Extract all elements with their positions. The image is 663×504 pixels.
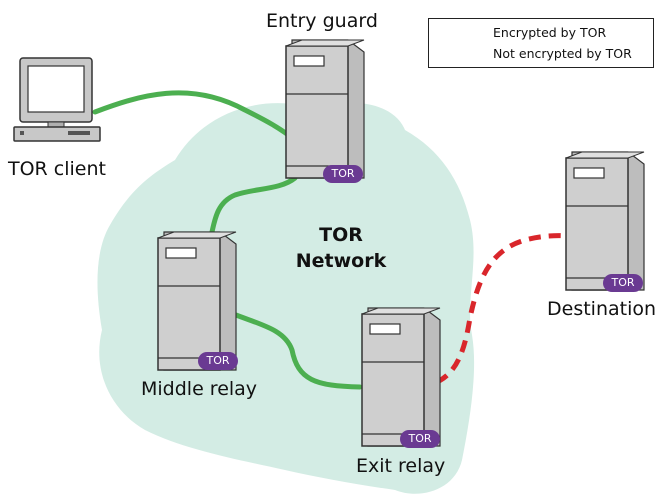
legend-label-unencrypted: Not encrypted by TOR [493,46,632,61]
entry-tor-badge: TOR [323,165,363,183]
middle-relay-server [156,230,240,374]
server-icon [361,307,441,447]
exit-tor-badge: TOR [400,430,440,448]
network-label-line-1: TOR [319,224,363,246]
exit-relay-label: Exit relay [356,455,446,477]
server-icon [285,39,365,179]
destination-tor-badge: TOR [603,274,643,292]
network-label: TOR Network [286,222,396,274]
legend-item-unencrypted: Not encrypted by TOR [435,45,649,63]
destination-server [564,150,648,294]
link-middle-exit [233,312,363,390]
server-icon [565,151,645,291]
middle-relay-label: Middle relay [141,378,258,400]
destination-label: Destination [547,298,657,320]
network-label-line-2: Network [295,250,387,272]
legend-label-encrypted: Encrypted by TOR [493,25,607,40]
computer-icon [13,57,101,142]
tor-client-label: TOR client [8,158,106,180]
middle-tor-badge: TOR [198,352,238,370]
legend: Encrypted by TOR Not encrypted by TOR [428,18,654,68]
link-entry-middle [209,175,298,235]
server-icon [157,231,237,371]
link-client-entry [92,90,298,143]
exit-relay-server [360,306,444,450]
entry-guard-label: Entry guard [266,10,378,32]
legend-item-encrypted: Encrypted by TOR [435,24,649,42]
link-exit-destination [435,233,569,385]
entry-guard-server [284,38,368,182]
